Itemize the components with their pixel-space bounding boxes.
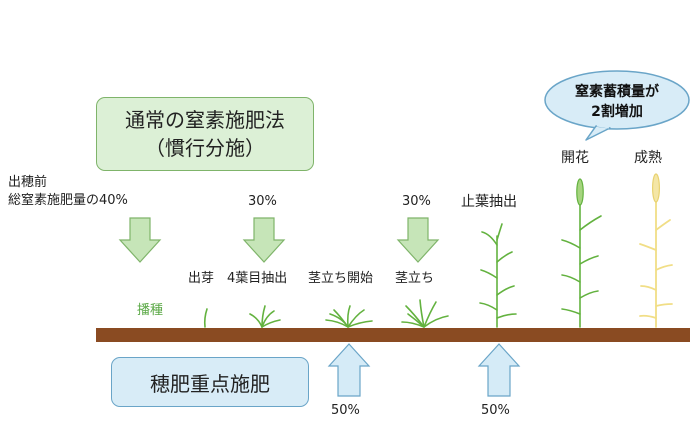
ear-fertilizer-label: 穂肥重点施肥 <box>150 371 270 396</box>
top-percent-1: 30% <box>248 194 277 209</box>
up-arrow-tillering-start <box>327 343 371 397</box>
down-arrow-tillering <box>396 217 440 263</box>
plant-flowering <box>561 178 602 328</box>
pre-heading-label: 出穂前 <box>8 175 48 190</box>
pre-heading-percent: 総窒素施肥量の40% <box>8 193 128 208</box>
stage-maturity: 成熟 <box>634 150 662 166</box>
down-arrow-preheading <box>118 217 162 263</box>
stage-flowering: 開花 <box>561 150 589 166</box>
up-arrow-flag-leaf <box>477 343 521 397</box>
method-line-1: 通常の窒素施肥法 <box>125 108 285 132</box>
stage-tillering-start: 茎立ち開始 <box>308 271 374 286</box>
plant-tillering-start <box>325 305 373 328</box>
stage-sowing: 播種 <box>137 303 164 318</box>
stage-fourth-leaf: 4葉目抽出 <box>227 271 288 286</box>
method-line-2: （慣行分施） <box>145 136 265 160</box>
stage-emergence: 出芽 <box>188 271 215 286</box>
plant-flag-leaf <box>479 223 517 328</box>
down-arrow-fourth-leaf <box>242 217 286 263</box>
ear-fertilizer-box: 穂肥重点施肥 <box>111 357 309 407</box>
bottom-percent-2: 50% <box>481 403 510 418</box>
soil-line <box>96 328 690 342</box>
bubble-line-1: 窒素蓄積量が <box>575 84 659 100</box>
conventional-method-box: 通常の窒素施肥法 （慣行分施） <box>96 97 314 171</box>
top-percent-2: 30% <box>402 194 431 209</box>
plant-emergence <box>203 308 208 328</box>
plant-fourth-leaf <box>249 305 281 328</box>
bubble-text: 窒素蓄積量が 2割増加 <box>547 82 687 122</box>
stage-tillering: 茎立ち <box>395 271 435 286</box>
plant-tillering <box>401 299 449 328</box>
bubble-line-2: 2割増加 <box>591 104 643 120</box>
bottom-percent-1: 50% <box>331 403 360 418</box>
stage-flag-leaf: 止葉抽出 <box>461 194 517 210</box>
plant-maturity <box>639 173 673 328</box>
speech-bubble <box>544 70 690 141</box>
